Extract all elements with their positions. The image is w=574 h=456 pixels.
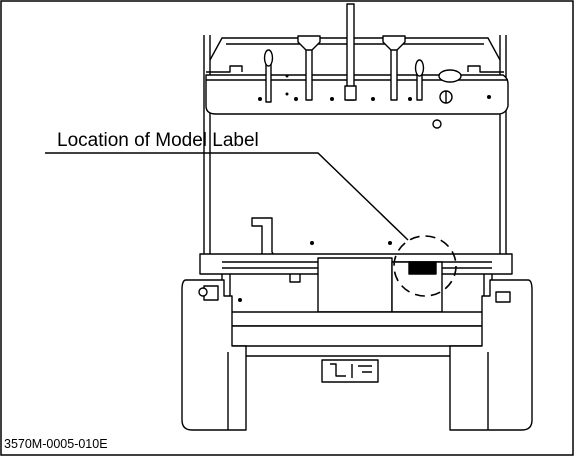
figure-code: 3570M-0005-010E	[4, 437, 108, 451]
gauge	[438, 69, 462, 83]
left-crawler	[181, 279, 247, 431]
rear-bumper	[221, 311, 493, 327]
model-label-callout-text: Location of Model Label	[57, 130, 259, 151]
lever-5	[414, 59, 425, 101]
control-panel	[205, 74, 509, 115]
model-label-plate	[408, 261, 437, 275]
lever-4	[382, 35, 406, 101]
lever-2	[297, 35, 321, 101]
model-label-highlight	[393, 235, 457, 297]
lever-3	[344, 3, 357, 101]
upper-hood	[209, 37, 501, 61]
callout-leader	[45, 152, 409, 241]
lever-1	[263, 49, 274, 103]
right-crawler	[449, 279, 533, 431]
center-block	[317, 257, 393, 313]
